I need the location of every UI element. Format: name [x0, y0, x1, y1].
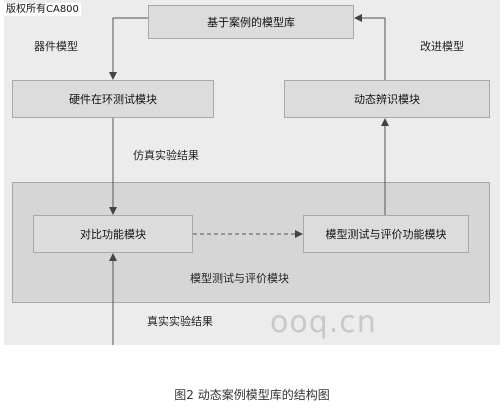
- dynamic-identification-label: 动态辨识模块: [354, 93, 420, 106]
- compare-label: 对比功能模块: [80, 228, 146, 241]
- connector-arrows: [109, 14, 389, 345]
- real-results-label: 真实实验结果: [147, 315, 213, 328]
- hil-test-label: 硬件在环测试模块: [69, 93, 157, 106]
- dynamic-identification-box: 动态辨识模块: [284, 80, 490, 118]
- hil-test-box: 硬件在环测试模块: [12, 80, 214, 118]
- copyright-text: 版权所有CA800: [4, 3, 81, 16]
- sim-results-label: 仿真实验结果: [133, 149, 199, 162]
- compare-box: 对比功能模块: [33, 215, 193, 253]
- arrow-identification-to-library: [354, 14, 386, 80]
- case-library-box: 基于案例的模型库: [148, 5, 354, 39]
- group-label: 模型测试与评价模块: [190, 272, 289, 285]
- arrow-library-to-hil: [109, 17, 148, 80]
- watermark: ooq.cn: [270, 305, 377, 340]
- figure-caption: 图2 动态案例模型库的结构图: [174, 388, 330, 402]
- case-library-label: 基于案例的模型库: [207, 16, 295, 29]
- model-eval-box: 模型测试与评价功能模块: [303, 215, 469, 253]
- improved-model-label: 改进模型: [420, 40, 464, 53]
- model-eval-label: 模型测试与评价功能模块: [325, 228, 447, 241]
- device-model-label: 器件模型: [34, 40, 78, 53]
